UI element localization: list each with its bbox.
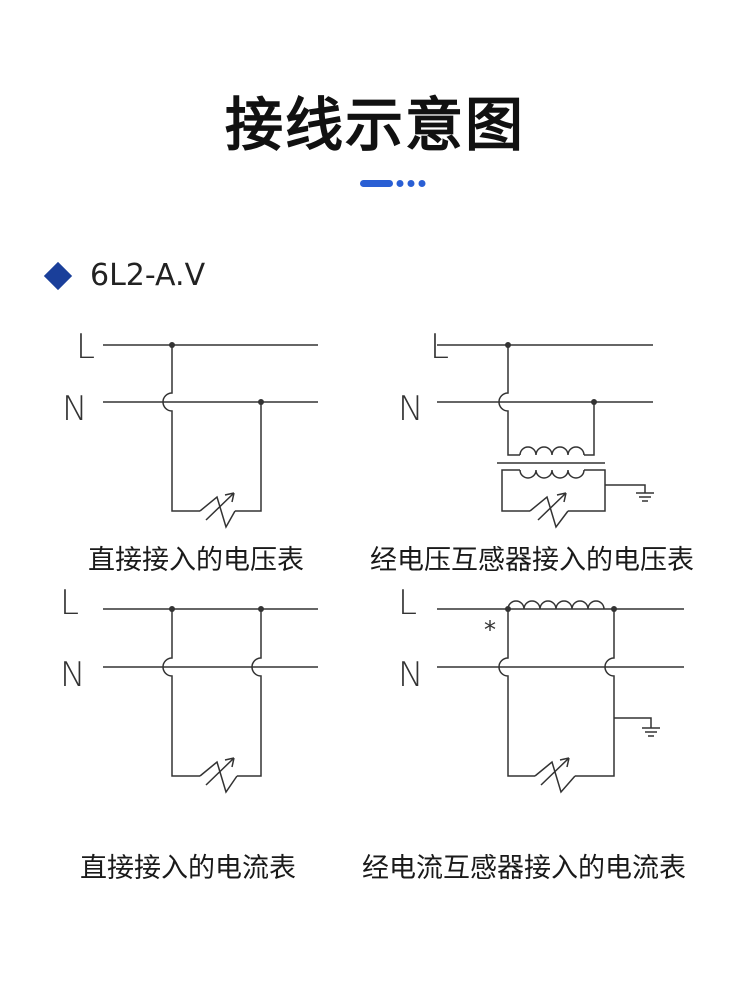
- caption-ammeter-ct: 经电流互感器接入的电流表: [362, 853, 686, 884]
- meter-arrow: [205, 757, 235, 786]
- line-label-l: L: [398, 583, 417, 623]
- meter-arrow: [537, 492, 567, 521]
- polarity-mark: *: [484, 616, 496, 644]
- meter-zigzag: [199, 760, 238, 794]
- diagram-ammeter-direct: [103, 608, 318, 794]
- pt-secondary-left: [501, 469, 530, 512]
- junction-dot: [591, 399, 597, 405]
- wire-n-to-primary: [584, 402, 595, 456]
- wire-l-to-meter: [162, 345, 200, 512]
- page-title: 接线示意图: [224, 91, 525, 159]
- junction-dot: [505, 342, 511, 348]
- section-label: 6L2-A.V: [90, 258, 206, 293]
- junction-dot: [169, 342, 175, 348]
- neutral-label-n: N: [398, 655, 423, 695]
- meter-arrow: [205, 492, 235, 521]
- junction-dot: [258, 606, 264, 612]
- diagram-voltmeter-direct: [103, 344, 318, 529]
- junction-dot: [505, 606, 511, 612]
- wire-l-to-primary: [498, 345, 520, 456]
- wire-ct-to-meter-left: [498, 609, 535, 777]
- ground-symbol: [642, 727, 660, 737]
- ground-lead: [605, 484, 646, 493]
- caption-voltmeter-direct: 直接接入的电压表: [88, 545, 304, 576]
- junction-dot: [258, 399, 264, 405]
- neutral-label-n: N: [60, 655, 85, 695]
- line-label-l: L: [60, 583, 79, 623]
- wire-ct-to-meter-right: [575, 609, 615, 777]
- meter-zigzag: [529, 495, 569, 529]
- meter-zigzag: [534, 760, 576, 794]
- wire-l-out: [237, 609, 262, 777]
- underline-bar: [360, 180, 393, 187]
- diagram-ammeter-ct: [437, 600, 684, 794]
- neutral-label-n: N: [62, 389, 87, 429]
- underline-dot: [418, 180, 426, 187]
- section-header: 6L2-A.V: [43, 258, 206, 293]
- ct-coil: [507, 600, 605, 610]
- neutral-label-n: N: [398, 389, 423, 429]
- caption-voltmeter-pt: 经电压互感器接入的电压表: [370, 545, 694, 576]
- wire-n-to-meter: [235, 402, 262, 512]
- line-label-l: L: [430, 327, 449, 367]
- diagram-voltmeter-pt: [437, 344, 654, 529]
- caption-ammeter-direct: 直接接入的电流表: [80, 853, 296, 884]
- junction-dot: [611, 606, 617, 612]
- title-underline-dots: [360, 180, 426, 187]
- underline-dot: [407, 180, 415, 187]
- meter-arrow: [540, 757, 570, 786]
- ground-symbol: [636, 492, 654, 502]
- pt-secondary-right: [568, 469, 606, 512]
- meter-zigzag: [199, 495, 236, 529]
- pt-primary-coil: [519, 446, 585, 456]
- underline-dot: [396, 180, 404, 187]
- junction-dot: [169, 606, 175, 612]
- ground-lead: [614, 717, 652, 728]
- wire-l-in: [162, 609, 200, 777]
- pt-secondary-coil: [519, 469, 585, 479]
- line-label-l: L: [76, 327, 95, 367]
